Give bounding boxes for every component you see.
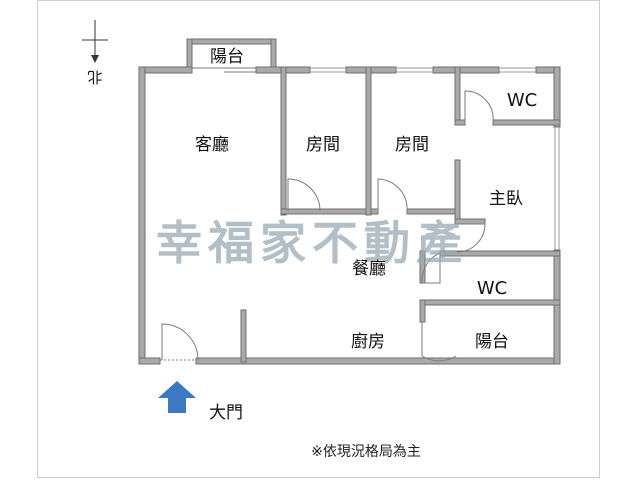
north-arrow-icon bbox=[82, 20, 108, 63]
room-label-master-bedroom: 主臥 bbox=[489, 189, 523, 209]
walls bbox=[138, 38, 561, 365]
doors bbox=[160, 67, 494, 362]
floor-plan-frame bbox=[37, 0, 600, 478]
room-label-kitchen: 廚房 bbox=[351, 331, 385, 352]
room-label-bedroom-2: 房間 bbox=[395, 135, 429, 155]
watermark: 幸福家不動產 bbox=[156, 216, 468, 270]
room-label-balcony-bottom: 陽台 bbox=[475, 332, 509, 352]
room-label-wc-bottom: WC bbox=[477, 278, 507, 299]
room-label-dining-room: 餐廳 bbox=[352, 259, 386, 279]
layout-note: ※依現況格局為主 bbox=[311, 444, 421, 460]
room-label-balcony-top: 陽台 bbox=[210, 47, 244, 67]
compass-label: 北 bbox=[87, 68, 102, 86]
entrance-arrow-icon bbox=[158, 381, 196, 413]
room-label-bedroom-1: 房間 bbox=[306, 135, 340, 155]
room-label-living-room: 客廳 bbox=[195, 135, 229, 155]
room-label-wc-top: WC bbox=[507, 90, 537, 111]
entrance-label: 大門 bbox=[209, 403, 243, 423]
